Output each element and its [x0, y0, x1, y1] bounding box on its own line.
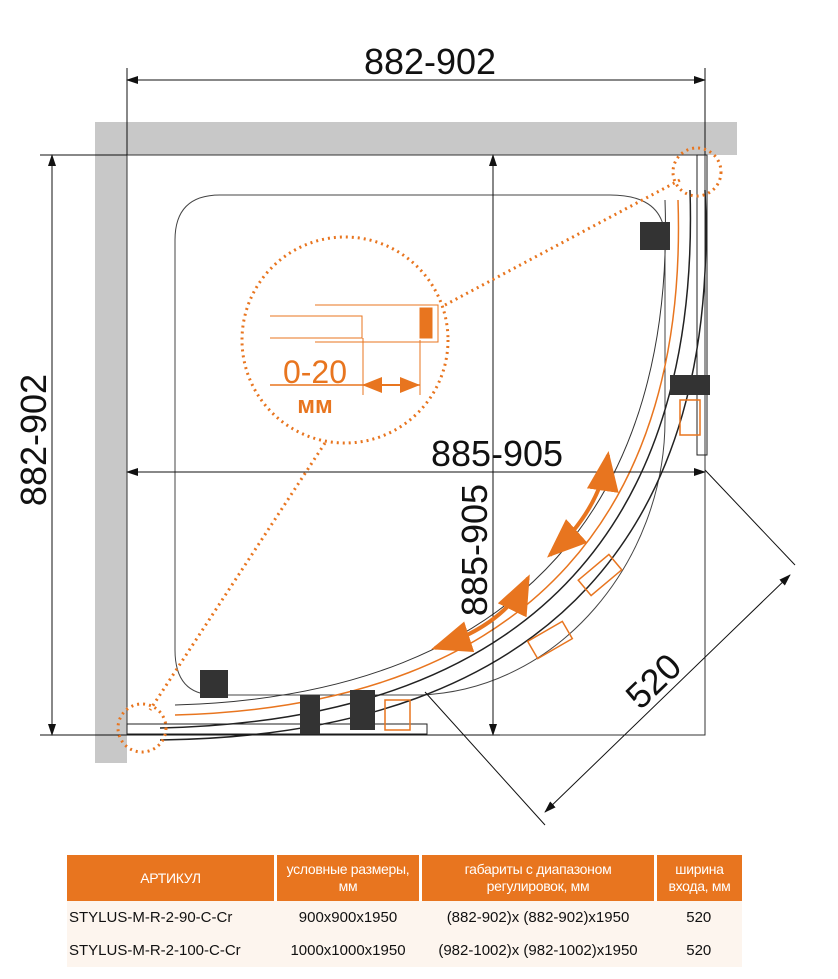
callout-leader — [148, 442, 327, 711]
cell-nominal-size: 1000x1000x1950 — [275, 934, 421, 967]
top-width-label: 882-902 — [364, 41, 496, 82]
header-nominal-size: условные размеры, мм — [275, 855, 422, 901]
shower-tray-outline — [126, 154, 706, 736]
entrance-width-label: 520 — [617, 645, 689, 716]
extension-line — [424, 691, 546, 826]
entrance-dimension-line — [544, 574, 791, 813]
cell-entrance-width: 520 — [655, 934, 742, 967]
adjustment-range-label: 0-20 — [283, 354, 347, 390]
shower-plan-diagram: 882-902 882-902 885-905 885-905 520 0-20… — [13, 41, 796, 826]
cell-article: STYLUS-M-R-2-100-C-Cr — [67, 934, 276, 967]
header-article: АРТИКУЛ — [67, 855, 277, 901]
header-entrance-width: ширина входа, мм — [655, 855, 742, 901]
adjustment-unit-label: мм — [297, 392, 333, 419]
cell-adjustment-range: (982-1002)x (982-1002)x1950 — [420, 934, 656, 967]
door-hardware — [200, 222, 710, 735]
door-open-arrow — [431, 574, 530, 652]
left-height-label: 882-902 — [13, 374, 54, 506]
right-profile — [696, 154, 708, 456]
header-adjustment-range: габариты с диапазоном регулировок, мм — [420, 855, 657, 901]
callout-leader — [444, 178, 681, 307]
detail-callout-circle — [240, 235, 450, 445]
profile-detail — [270, 304, 439, 395]
wall-top — [95, 122, 737, 155]
cell-adjustment-range: (882-902)x (882-902)x1950 — [420, 901, 656, 934]
inner-width-label: 885-905 — [431, 433, 563, 474]
inner-height-label: 885-905 — [454, 484, 495, 616]
cell-article: STYLUS-M-R-2-90-C-Cr — [67, 901, 276, 934]
spec-table: АРТИКУЛ условные размеры, мм габариты с … — [67, 855, 742, 967]
detail-source-circle — [116, 702, 168, 754]
cell-entrance-width: 520 — [655, 901, 742, 934]
wall-left — [95, 122, 127, 763]
curved-glass-mid — [159, 189, 692, 729]
table-row: STYLUS-M-R-2-90-C-Cr 900x900x1950 (882-9… — [67, 901, 742, 934]
table-row: STYLUS-M-R-2-100-C-Cr 1000x1000x1950 (98… — [67, 934, 742, 967]
table-header-row: АРТИКУЛ условные размеры, мм габариты с … — [67, 855, 742, 901]
door-open-arrow — [547, 451, 619, 558]
detail-source-circle — [671, 146, 723, 198]
curved-glass-inner — [174, 199, 680, 716]
cell-nominal-size: 900x900x1950 — [275, 901, 421, 934]
bottom-profile — [126, 723, 428, 735]
extension-line — [704, 469, 796, 566]
